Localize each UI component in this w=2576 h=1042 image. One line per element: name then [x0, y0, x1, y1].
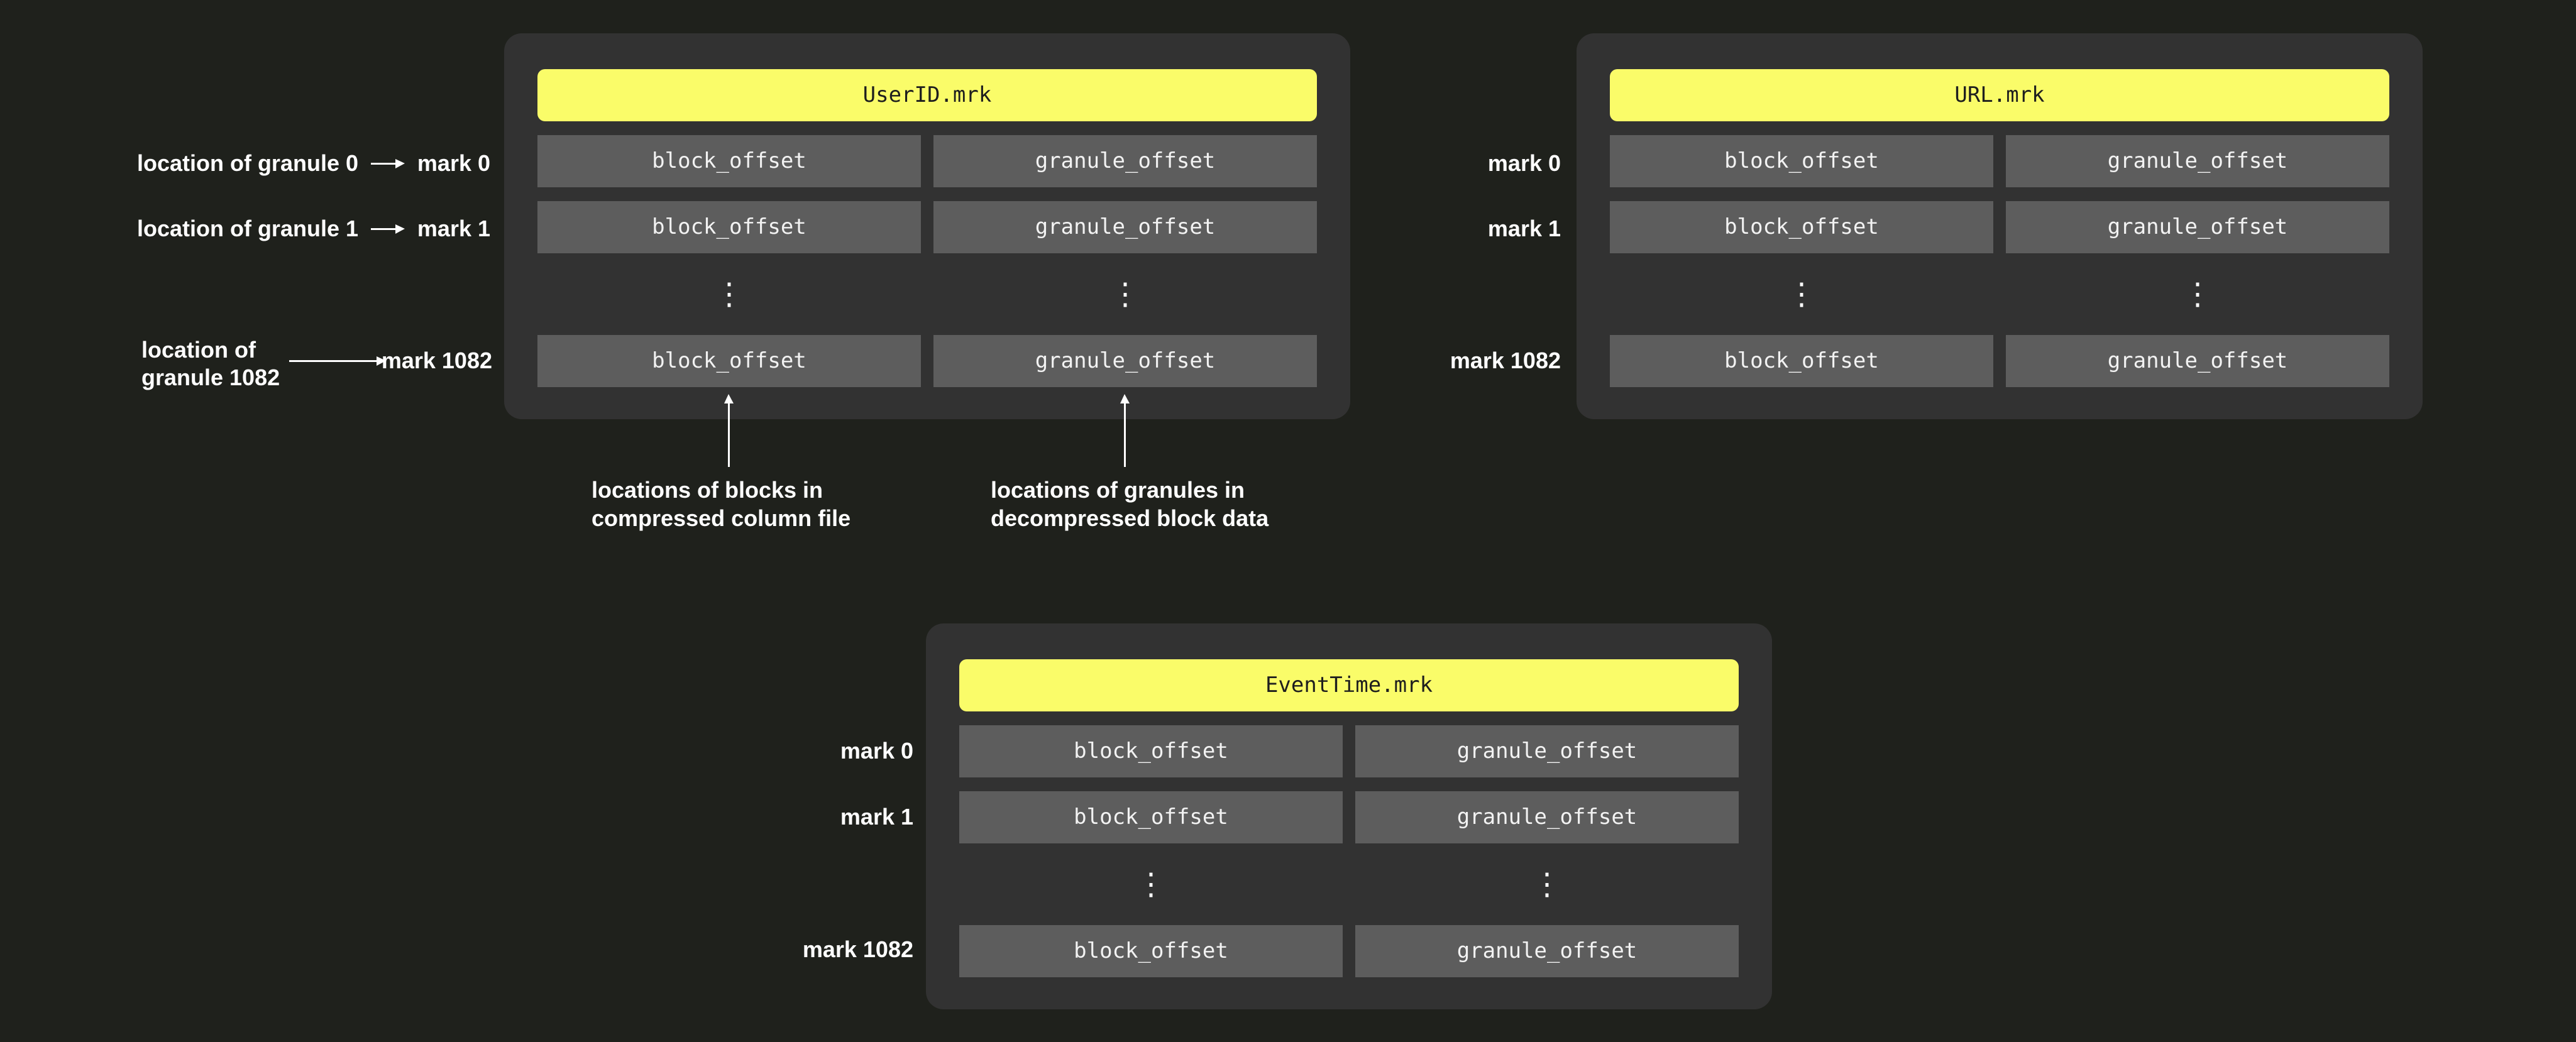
mark-row: block_offset granule_offset — [959, 791, 1739, 843]
mark-label: mark 0 — [417, 150, 490, 176]
vertical-ellipsis: ⋮ — [1110, 277, 1140, 312]
vertical-ellipsis: ⋮ — [1786, 277, 1817, 312]
granule-offset-cell: granule_offset — [2006, 335, 2389, 387]
arrow-right-icon — [371, 224, 405, 234]
mrk-file-title: EventTime.mrk — [959, 659, 1739, 711]
granule-offset-cell: granule_offset — [933, 135, 1317, 187]
granule-offset-cell: granule_offset — [2006, 135, 2389, 187]
mark-row: block_offset granule_offset — [1610, 135, 2389, 187]
mark-row: block_offset granule_offset — [959, 725, 1739, 777]
block-offset-cell: block_offset — [959, 925, 1343, 977]
granule-offset-cell: granule_offset — [2006, 201, 2389, 253]
mrk-file-title: UserID.mrk — [537, 69, 1317, 121]
ellipsis-row: ⋮ ⋮ — [959, 843, 1739, 925]
granule-offset-cell: granule_offset — [933, 335, 1317, 387]
mark-row: block_offset granule_offset — [959, 925, 1739, 977]
granule-offset-cell: granule_offset — [933, 201, 1317, 253]
block-offset-explanation-line1: locations of blocks in — [592, 477, 823, 503]
block-offset-cell: block_offset — [1610, 335, 1993, 387]
mrk-file-panel-url: URL.mrk block_offset granule_offset bloc… — [1577, 33, 2423, 419]
arrow-right-icon — [371, 159, 405, 168]
granule-location-label: location of granule 1082 — [141, 336, 280, 392]
block-offset-cell: block_offset — [1610, 135, 1993, 187]
granule-location-label: location of granule 1 — [136, 216, 358, 241]
mark-label: mark 1 — [417, 216, 490, 241]
block-offset-cell: block_offset — [1610, 201, 1993, 253]
mrk-file-panel-userid: UserID.mrk block_offset granule_offset b… — [504, 33, 1350, 419]
vertical-ellipsis: ⋮ — [714, 277, 744, 312]
vertical-ellipsis: ⋮ — [1136, 867, 1166, 902]
mark-label: mark 1082 — [1450, 348, 1561, 373]
arrow-right-icon — [289, 356, 386, 366]
vertical-ellipsis: ⋮ — [1532, 867, 1562, 902]
mark-label: mark 1 — [840, 804, 913, 830]
granule-offset-explanation-line2: decompressed block data — [991, 505, 1269, 531]
granule-location-label-line1: location of — [141, 337, 256, 363]
granule-location-label: location of granule 0 — [136, 150, 358, 176]
granule-offset-cell: granule_offset — [1355, 725, 1739, 777]
block-offset-cell: block_offset — [959, 791, 1343, 843]
granule-offset-cell: granule_offset — [1355, 791, 1739, 843]
arrow-up-icon — [1120, 394, 1130, 467]
block-offset-explanation-line2: compressed column file — [592, 505, 851, 531]
mark-row: block_offset granule_offset — [537, 135, 1317, 187]
mark-row: block_offset granule_offset — [1610, 201, 2389, 253]
granule-offset-explanation-line1: locations of granules in — [991, 477, 1245, 503]
block-offset-cell: block_offset — [537, 201, 921, 253]
mark-label: mark 1082 — [381, 348, 492, 373]
ellipsis-row: ⋮ ⋮ — [1610, 253, 2389, 335]
mark-row: block_offset granule_offset — [537, 201, 1317, 253]
arrow-up-icon — [724, 394, 734, 467]
mark-row: block_offset granule_offset — [537, 335, 1317, 387]
block-offset-explanation: locations of blocks in compressed column… — [592, 476, 850, 532]
granule-offset-explanation: locations of granules in decompressed bl… — [991, 476, 1269, 532]
mark-row: block_offset granule_offset — [1610, 335, 2389, 387]
granule-offset-cell: granule_offset — [1355, 925, 1739, 977]
mark-label: mark 1 — [1487, 216, 1561, 241]
mrk-file-panel-eventtime: EventTime.mrk block_offset granule_offse… — [926, 623, 1772, 1009]
mrk-file-title: URL.mrk — [1610, 69, 2389, 121]
mark-label: mark 0 — [840, 738, 913, 764]
block-offset-cell: block_offset — [537, 135, 921, 187]
mark-label: mark 1082 — [802, 936, 913, 962]
granule-location-label-line2: granule 1082 — [141, 365, 280, 390]
mark-label: mark 0 — [1487, 150, 1561, 176]
block-offset-cell: block_offset — [959, 725, 1343, 777]
ellipsis-row: ⋮ ⋮ — [537, 253, 1317, 335]
block-offset-cell: block_offset — [537, 335, 921, 387]
vertical-ellipsis: ⋮ — [2182, 277, 2213, 312]
